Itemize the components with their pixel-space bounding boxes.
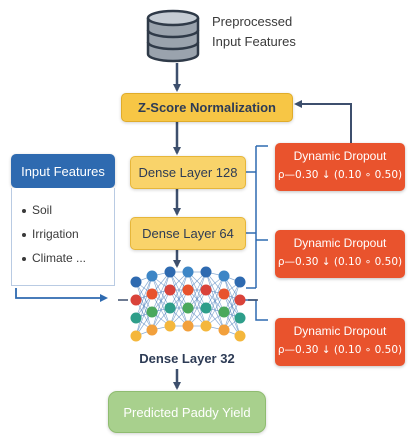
- network-node: [200, 302, 212, 314]
- predicted-paddy-yield-box: Predicted Paddy Yield: [108, 391, 266, 433]
- network-edge: [187, 271, 207, 327]
- network-edge: [135, 275, 153, 319]
- network-edge: [151, 271, 171, 331]
- network-node: [234, 294, 246, 306]
- network-node: [182, 302, 194, 314]
- network-edge: [205, 293, 225, 327]
- network-node: [146, 270, 158, 282]
- input-features-box: Input Features: [11, 154, 115, 188]
- bullet-icon: [22, 256, 26, 261]
- feature-item-label: Climate ...: [32, 251, 87, 265]
- dropout-formula: ρ—0.30 ↓ (0.10 ∘ 0.50): [277, 169, 403, 181]
- feature-item-label: Irrigation: [32, 227, 79, 241]
- input-features-panel: Soil Irrigation Climate ...: [11, 188, 115, 286]
- network-edge: [135, 275, 153, 337]
- feature-list: Soil Irrigation Climate ...: [12, 188, 114, 270]
- network-node: [182, 284, 194, 296]
- arrow-input-to-net: [15, 288, 108, 302]
- dense-layer-128-box: Dense Layer 128: [130, 156, 246, 189]
- feature-item-label: Soil: [32, 203, 53, 217]
- dense-layer-32-label: Dense Layer 32: [139, 351, 235, 366]
- database-icon: [146, 9, 200, 63]
- dropout-title: Dynamic Dropout: [293, 149, 387, 163]
- dense-layer-64-box: Dense Layer 64: [130, 217, 246, 250]
- network-node: [218, 288, 230, 300]
- dropout-bracket: [244, 145, 268, 321]
- database-label: Preprocessed Input Features: [212, 12, 352, 52]
- network-node: [146, 324, 158, 336]
- network-node: [130, 276, 142, 288]
- network-edge: [151, 271, 171, 313]
- network-edge: [205, 275, 225, 327]
- network-node: [164, 284, 176, 296]
- network-node: [130, 330, 142, 342]
- network-edge: [223, 281, 241, 313]
- network-edge: [223, 299, 241, 331]
- dropout-formula: ρ—0.30 ↓ (0.10 ∘ 0.50): [277, 256, 403, 268]
- arrow-dropout-to-zscore: [294, 100, 352, 143]
- network-edge: [135, 293, 153, 337]
- network-node: [200, 284, 212, 296]
- network-edge: [187, 271, 207, 309]
- database-label-line2: Input Features: [212, 34, 296, 49]
- feature-item-soil: Soil: [22, 198, 114, 222]
- network-edge: [169, 271, 189, 327]
- network-node: [234, 330, 246, 342]
- feature-item-climate: Climate ...: [22, 246, 114, 270]
- feature-item-irrigation: Irrigation: [22, 222, 114, 246]
- network-node: [234, 276, 246, 288]
- bullet-icon: [22, 208, 26, 213]
- database-label-line1: Preprocessed: [212, 14, 293, 29]
- network-node: [218, 270, 230, 282]
- network-edge: [223, 281, 241, 331]
- dynamic-dropout-box-1: Dynamic Dropout ρ—0.30 ↓ (0.10 ∘ 0.50): [275, 143, 405, 191]
- network-node: [130, 294, 142, 306]
- network-node: [146, 306, 158, 318]
- dropout-title: Dynamic Dropout: [293, 324, 387, 338]
- network-edge: [151, 289, 171, 331]
- network-node: [182, 320, 194, 332]
- network-edge: [169, 271, 189, 309]
- network-node: [130, 312, 142, 324]
- network-edge: [187, 289, 207, 327]
- network-edge: [205, 275, 225, 309]
- network-node: [218, 324, 230, 336]
- dynamic-dropout-box-2: Dynamic Dropout ρ—0.30 ↓ (0.10 ∘ 0.50): [275, 230, 405, 278]
- network-node: [218, 306, 230, 318]
- neural-network-graphic: [118, 266, 258, 342]
- network-edge: [169, 289, 189, 327]
- network-node: [200, 266, 212, 278]
- network-node: [182, 266, 194, 278]
- network-node: [200, 320, 212, 332]
- dropout-formula: ρ—0.30 ↓ (0.10 ∘ 0.50): [277, 344, 403, 356]
- bullet-icon: [22, 232, 26, 237]
- network-node: [146, 288, 158, 300]
- dropout-title: Dynamic Dropout: [293, 236, 387, 250]
- network-node: [234, 312, 246, 324]
- network-node: [164, 266, 176, 278]
- network-node: [164, 302, 176, 314]
- dynamic-dropout-box-3: Dynamic Dropout ρ—0.30 ↓ (0.10 ∘ 0.50): [275, 318, 405, 366]
- zscore-normalization-box: Z-Score Normalization: [121, 93, 293, 122]
- network-node: [164, 320, 176, 332]
